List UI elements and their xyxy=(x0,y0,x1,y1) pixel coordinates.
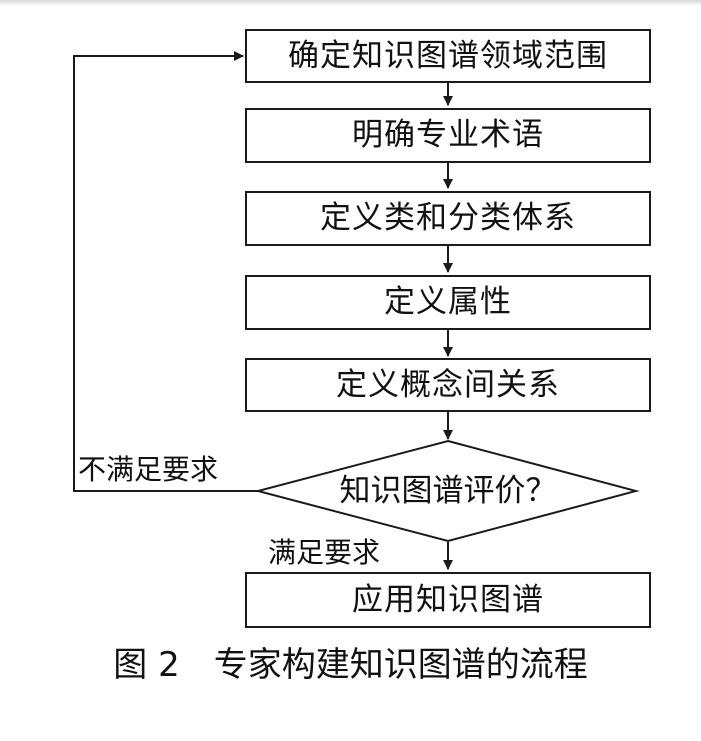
step-define-relations-label: 定义概念间关系 xyxy=(336,366,560,403)
step-define-attributes-label: 定义属性 xyxy=(384,284,512,320)
step-apply-knowledge-graph: 应用知识图谱 xyxy=(245,572,651,628)
decision-diamond xyxy=(254,439,640,543)
branch-fail-label: 不满足要求 xyxy=(78,453,219,486)
step-define-domain-scope: 确定知识图谱领域范围 xyxy=(245,29,651,83)
step-define-relations: 定义概念间关系 xyxy=(245,358,651,412)
branch-pass-label: 满足要求 xyxy=(268,536,381,569)
step-define-classes: 定义类和分类体系 xyxy=(245,191,651,246)
step-apply-knowledge-graph-label: 应用知识图谱 xyxy=(352,581,544,618)
step-define-attributes: 定义属性 xyxy=(245,275,651,330)
step-define-classes-label: 定义类和分类体系 xyxy=(320,200,576,236)
step-define-domain-scope-label: 确定知识图谱领域范围 xyxy=(288,37,608,74)
top-edge-sliver xyxy=(0,0,701,6)
step-clarify-terms-label: 明确专业术语 xyxy=(352,117,544,153)
feedback-loop-arrow xyxy=(73,51,258,492)
step-clarify-terms: 明确专业术语 xyxy=(245,108,651,163)
decision-label: 知识图谱评价？ xyxy=(339,473,557,509)
figure-caption: 图 2 专家构建知识图谱的流程 xyxy=(113,645,588,685)
